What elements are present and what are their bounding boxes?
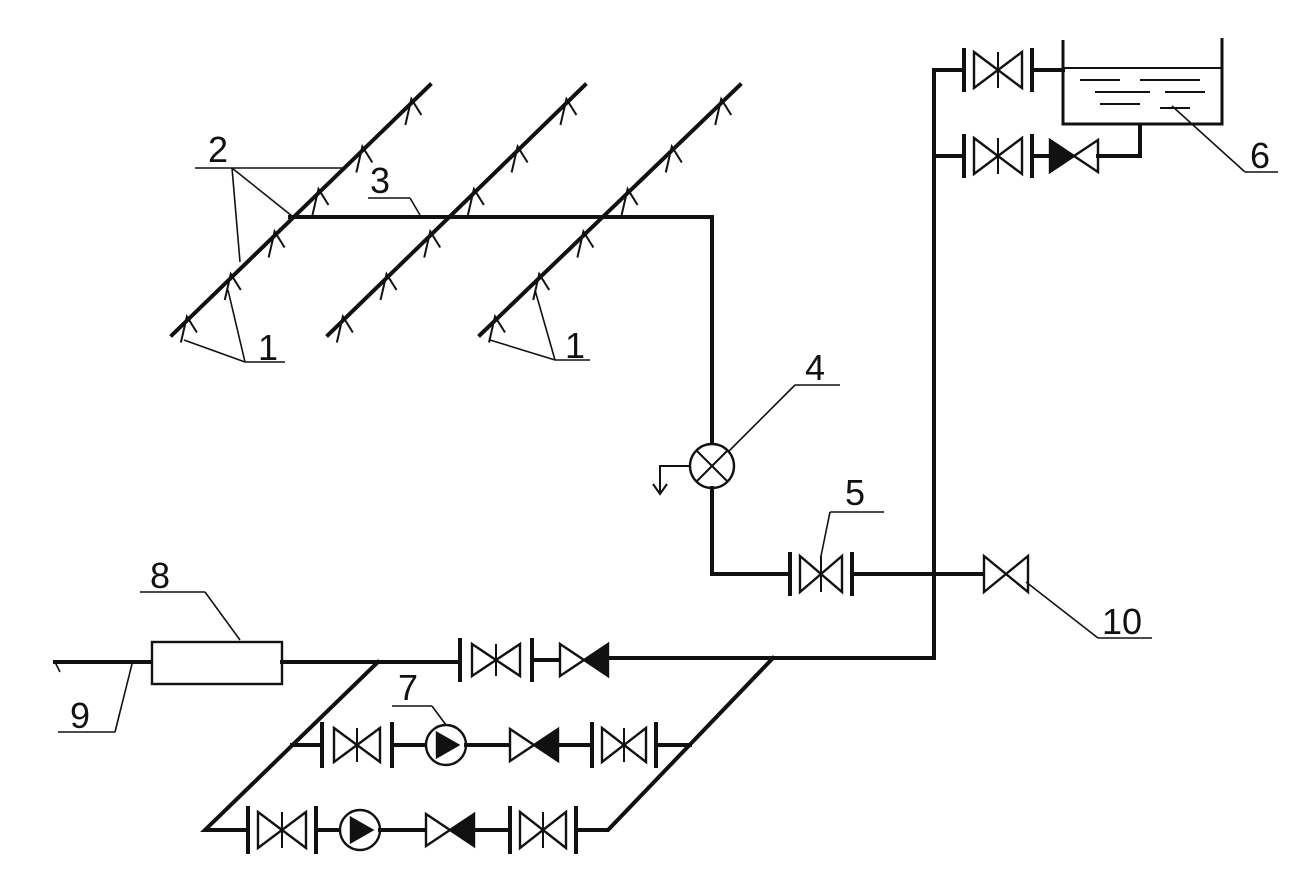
gate-valve-5 — [788, 552, 854, 596]
sprinkler-head-8 — [379, 271, 398, 301]
sprinkler-head-14 — [532, 271, 551, 301]
pump-discharge-header — [580, 655, 776, 832]
label-6: 6 — [1250, 135, 1270, 176]
label-2: 2 — [208, 129, 228, 170]
sprinkler-head-16 — [620, 186, 639, 216]
main-line-to-riser — [606, 572, 936, 660]
sprinkler-head-1 — [179, 313, 198, 343]
sprinkler-head-15 — [576, 228, 595, 258]
sprinkler-head-13 — [488, 313, 506, 343]
drain-valve-10 — [982, 553, 1030, 595]
tank-inlet-valve — [962, 48, 1065, 92]
pump-line-1 — [290, 722, 692, 768]
sprinkler-head-7 — [335, 313, 354, 343]
tank-outlet-valve — [962, 134, 1052, 178]
branch-pipe-3 — [477, 82, 743, 338]
leader-lines — [54, 105, 1278, 733]
main-riser-pipe — [932, 68, 964, 657]
unit-8 — [150, 640, 284, 686]
sprinkler-branches — [169, 82, 743, 338]
label-10: 10 — [1102, 601, 1142, 642]
label-4: 4 — [805, 347, 825, 388]
pump-line-2 — [246, 806, 584, 854]
sprinkler-head-17 — [664, 143, 683, 173]
label-1-right: 1 — [565, 325, 585, 366]
sprinkler-head-5 — [355, 143, 374, 173]
label-3: 3 — [370, 160, 390, 201]
label-7: 7 — [398, 667, 418, 708]
valve-connection-pipe — [710, 486, 792, 576]
sprinkler-head-10 — [466, 186, 485, 216]
labels: 1 1 2 3 4 5 6 7 8 9 10 — [70, 129, 1270, 736]
main-gate-valve — [458, 638, 534, 682]
control-valve-4 — [652, 442, 736, 496]
distribution-pipe — [288, 215, 714, 447]
sprinkler-head-4 — [311, 186, 330, 216]
label-5: 5 — [845, 472, 865, 513]
label-9: 9 — [70, 695, 90, 736]
sprinkler-head-12 — [559, 96, 578, 126]
sprinkler-head-11 — [510, 143, 529, 173]
sprinkler-head-2 — [223, 271, 242, 301]
label-8: 8 — [150, 555, 170, 596]
label-1-left: 1 — [258, 327, 278, 368]
branch-pipe-2 — [325, 82, 588, 338]
tank-check-valve — [1048, 124, 1142, 175]
main-check-valve — [558, 641, 610, 679]
sprinkler-head-6 — [404, 96, 423, 126]
sprinkler-head-3 — [267, 228, 286, 258]
branch-pipe-1 — [169, 82, 433, 338]
water-tank-6 — [1061, 38, 1224, 126]
sprinkler-head-18 — [714, 96, 733, 126]
pump-suction-header — [200, 659, 381, 832]
sprinkler-head-9 — [423, 228, 442, 258]
sprinkler-heads — [179, 96, 733, 343]
